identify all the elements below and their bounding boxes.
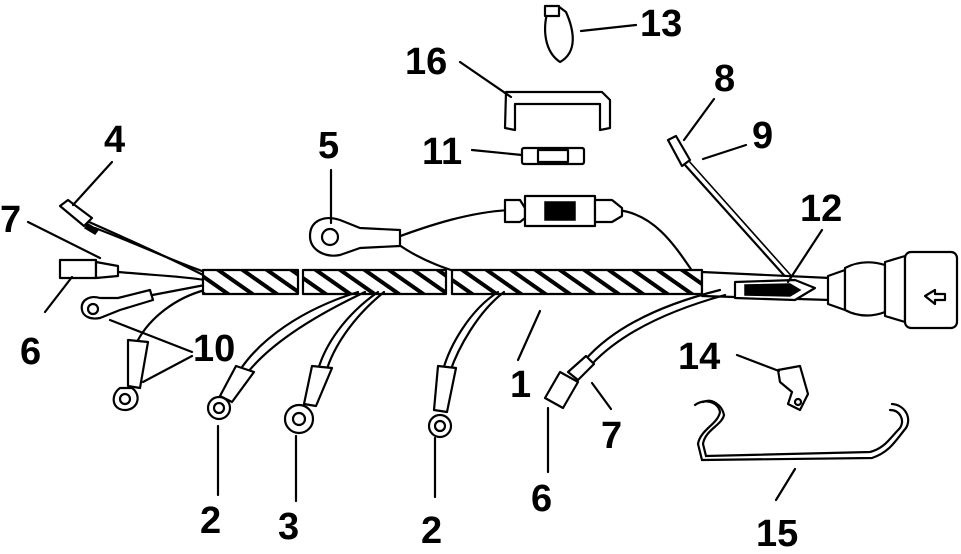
callout-13: 13 bbox=[640, 3, 682, 45]
callout-9: 9 bbox=[752, 115, 773, 157]
bullet-connectors bbox=[58, 134, 692, 410]
inline-fuse-holder bbox=[503, 194, 624, 228]
ring-terminal-10a bbox=[80, 288, 155, 320]
callout-7-right: 7 bbox=[601, 415, 622, 457]
ring-terminal-5 bbox=[308, 217, 402, 257]
branch-wires bbox=[238, 288, 727, 374]
sheath-segment-3 bbox=[450, 268, 704, 296]
callout-11: 11 bbox=[422, 131, 462, 173]
callout-2-left: 2 bbox=[200, 500, 221, 542]
harness-clip-12 bbox=[733, 278, 817, 302]
sheath-segment-1 bbox=[201, 268, 300, 296]
link-rod-15 bbox=[693, 399, 910, 462]
callout-10: 10 bbox=[193, 328, 235, 370]
callout-labels: 1 2 3 2 4 5 6 6 7 7 8 9 10 11 12 13 14 1… bbox=[0, 3, 842, 554]
callout-5: 5 bbox=[318, 125, 339, 167]
bracket-16 bbox=[503, 90, 612, 132]
callout-16: 16 bbox=[405, 41, 447, 83]
callout-8: 8 bbox=[714, 58, 735, 100]
callout-4: 4 bbox=[104, 119, 125, 161]
fuse-11 bbox=[520, 146, 586, 166]
sheath-segment-2 bbox=[301, 268, 448, 296]
ring-terminal-3 bbox=[283, 364, 334, 435]
leader-lines bbox=[26, 23, 824, 503]
clip-14 bbox=[776, 364, 810, 412]
callout-12: 12 bbox=[800, 188, 842, 230]
callout-6-left: 6 bbox=[20, 331, 41, 373]
callout-2-right: 2 bbox=[421, 510, 442, 552]
callout-14: 14 bbox=[678, 336, 720, 378]
harness-wires bbox=[78, 159, 796, 342]
ring-terminal-10b bbox=[112, 338, 150, 412]
callout-3: 3 bbox=[278, 506, 299, 548]
callout-15: 15 bbox=[756, 513, 798, 554]
callout-7-left: 7 bbox=[0, 199, 21, 241]
harness-sheath bbox=[201, 268, 832, 302]
ring-terminal-2b bbox=[427, 364, 458, 439]
ring-terminal-2a bbox=[206, 364, 256, 421]
ring-terminals bbox=[80, 217, 458, 439]
tie-strap-13 bbox=[543, 4, 574, 64]
harness-plug-connector bbox=[826, 250, 959, 330]
callout-6-right: 6 bbox=[531, 478, 552, 520]
callout-1: 1 bbox=[510, 364, 531, 406]
